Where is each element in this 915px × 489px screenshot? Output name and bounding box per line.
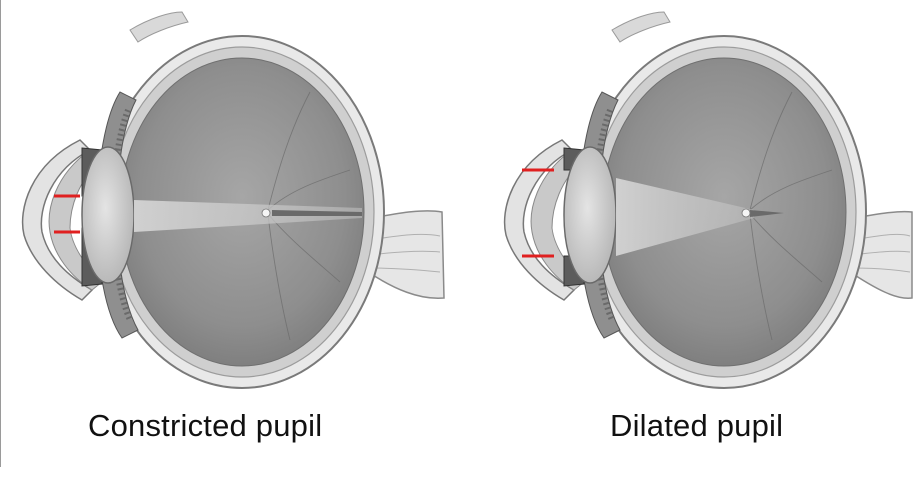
eye-cross-section-diagram bbox=[492, 0, 915, 395]
eye-muscle bbox=[612, 12, 670, 42]
constricted-eye-panel: Constricted pupil bbox=[10, 0, 460, 489]
dilated-eye-panel: Dilated pupil bbox=[492, 0, 915, 489]
image-border bbox=[0, 0, 1, 467]
dilated-pupil-caption: Dilated pupil bbox=[610, 408, 783, 444]
focal-point bbox=[262, 209, 270, 217]
constricted-pupil-caption: Constricted pupil bbox=[88, 408, 322, 444]
eye-cross-section-diagram bbox=[10, 0, 450, 395]
focal-point bbox=[742, 209, 750, 217]
lens bbox=[82, 147, 134, 283]
lens bbox=[564, 147, 616, 283]
eye-muscle bbox=[130, 12, 188, 42]
